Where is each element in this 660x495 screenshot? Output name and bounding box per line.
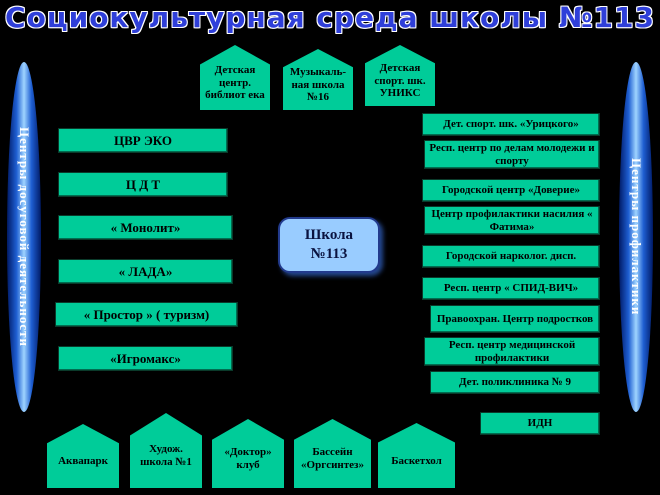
node-sport-school-uritskogo: Дет. спорт. шк. «Урицкого» — [422, 113, 600, 136]
node-youth-sport-center: Респ. центр по делам молодежи и спорту — [424, 140, 600, 169]
prevention-centers-label: Центры профилактики — [629, 158, 644, 316]
leisure-centers-label: Центры досуговой деятельности — [17, 127, 32, 347]
node-basket-hall: Баскетхол — [378, 423, 455, 488]
node-doverie-center: Городской центр «Доверие» — [422, 179, 600, 202]
node-medical-prevention-center: Респ. центр медицинской профилактики — [424, 337, 600, 366]
node-igromax: «Игромакс» — [58, 346, 233, 371]
node-law-enforcement-teen-center: Правоохран. Центр подростков — [430, 305, 600, 333]
node-lada: « ЛАДА» — [58, 259, 233, 284]
node-doctor-club: «Доктор» клуб — [212, 419, 284, 488]
node-art-school-1: Худож. школа №1 — [130, 413, 202, 488]
school-113-node: Школа №113 — [278, 217, 380, 273]
school-name-line1: Школа — [304, 227, 354, 244]
node-children-library: Детская центр. библиот ека — [200, 45, 270, 110]
node-aquapark: Аквапарк — [47, 424, 119, 488]
leisure-centers-capsule: Центры досуговой деятельности — [7, 62, 41, 412]
node-cdt: Ц Д Т — [58, 172, 228, 197]
prevention-centers-capsule: Центры профилактики — [619, 62, 653, 412]
node-children-polyclinic-9: Дет. поликлиника № 9 — [430, 371, 600, 394]
node-music-school-16: Музыкаль-ная школа №16 — [283, 49, 353, 110]
school-name-line2: №113 — [310, 246, 348, 262]
node-prostor-tourism: « Простор » ( туризм) — [55, 302, 238, 327]
node-cvr-eko: ЦВР ЭКО — [58, 128, 228, 153]
node-sport-school-uniks: Детская спорт. шк. УНИКС — [365, 45, 435, 106]
node-pool-orgsintez: Бассейн «Оргсинтез» — [294, 419, 371, 488]
node-fatima-center: Центр профилактики насилия « Фатима» — [424, 206, 600, 235]
page-title: Социокультурная среда школы №113 — [5, 1, 655, 34]
node-idn: ИДН — [480, 412, 600, 435]
node-narcology-dispensary: Городской нарколог. дисп. — [422, 245, 600, 268]
node-monolit: « Монолит» — [58, 215, 233, 240]
node-spid-vich-center: Респ. центр « СПИД-ВИЧ» — [422, 277, 600, 300]
